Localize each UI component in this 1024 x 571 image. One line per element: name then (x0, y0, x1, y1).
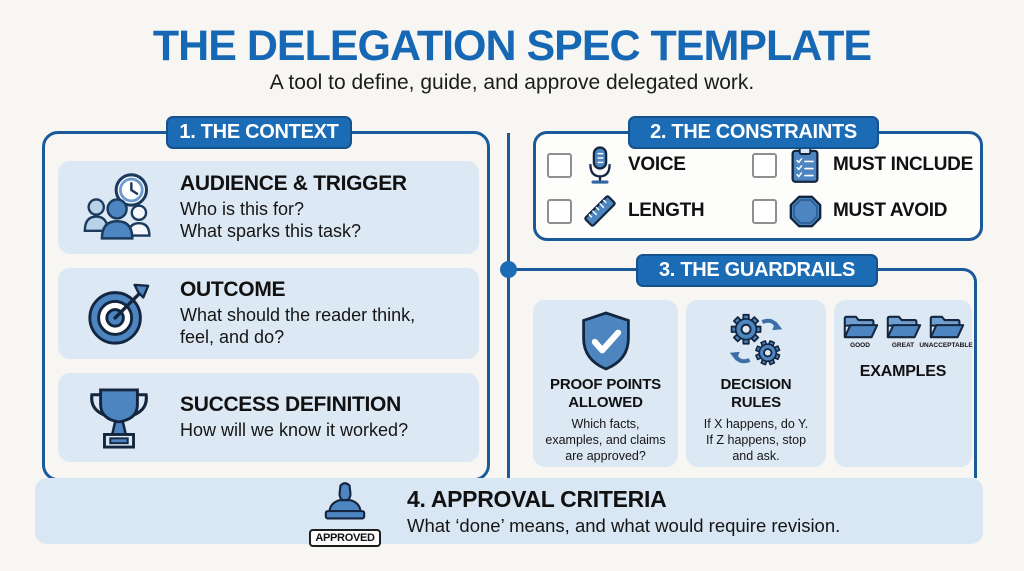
voice-checkbox[interactable] (547, 152, 572, 178)
shield-check-icon (533, 309, 678, 373)
card-text-line: and ask. (732, 449, 780, 464)
card-text-line: examples, and claims (545, 433, 666, 448)
folder-label-great: GREAT (891, 342, 915, 349)
card-text-line: feel, and do? (180, 327, 285, 347)
page-subtitle: A tool to define, guide, and approve del… (269, 71, 755, 94)
microphone-icon (582, 145, 618, 185)
card-title-line: DECISION (720, 376, 792, 393)
card-title-line: RULES (731, 393, 781, 411)
card-title-line: PROOF POINTS (550, 376, 661, 393)
card-text-line: What sparks this task? (180, 221, 362, 241)
outcome-card: OUTCOME What should the reader think, fe… (58, 268, 479, 359)
folder-label-good: GOOD (850, 342, 870, 349)
stop-octagon-icon (787, 195, 823, 228)
connector-horizontal-line (509, 268, 637, 271)
approved-stamp-label: APPROVED (309, 529, 381, 547)
folder-icon (929, 315, 964, 339)
connector-node-dot (500, 261, 517, 278)
examples-card: GOOD GREAT UNACCEPTABLE EXAMPLES (834, 300, 973, 467)
approved-stamp-icon: APPROVED (297, 481, 393, 547)
constraint-label: MUST INCLUDE (833, 154, 973, 175)
clipboard-checklist-icon (787, 146, 823, 184)
constraint-label: MUST AVOID (833, 200, 948, 221)
constraint-item-voice: VOICE (547, 145, 752, 185)
card-text-line: If X happens, do Y. (703, 417, 809, 432)
page-title: THE DELEGATION SPEC TEMPLATE (152, 22, 872, 70)
folder-label-unacceptable: UNACCEPTABLE (919, 342, 973, 349)
approval-description: What ‘done’ means, and what would requir… (407, 515, 841, 536)
card-title: AUDIENCE & TRIGGER (180, 172, 407, 196)
constraint-label: VOICE (628, 154, 686, 175)
proof-points-card: PROOF POINTS ALLOWED Which facts, exampl… (533, 300, 678, 467)
length-checkbox[interactable] (547, 198, 572, 224)
constraints-grid: VOICE MUST INCLUDE (547, 142, 977, 234)
card-title-line: EXAMPLES (859, 363, 947, 380)
constraint-label: LENGTH (628, 200, 705, 221)
audience-clock-icon (58, 171, 180, 245)
constraint-item-length: LENGTH (547, 193, 752, 230)
ruler-icon (582, 194, 618, 228)
approval-title: 4. APPROVAL CRITERIA (407, 486, 667, 512)
decision-rules-card: DECISION RULES If X happens, do Y. If Z … (686, 300, 826, 467)
connector-corner-line (877, 268, 977, 478)
trophy-icon (58, 383, 180, 453)
must-include-checkbox[interactable] (752, 152, 777, 178)
guardrails-section-badge: 3. THE GUARDRAILS (636, 254, 878, 287)
constraint-item-must-include: MUST INCLUDE (752, 146, 977, 184)
card-title: SUCCESS DEFINITION (180, 393, 401, 417)
card-text-line: Who is this for? (180, 199, 305, 220)
folders-icon: GOOD GREAT UNACCEPTABLE (834, 309, 973, 349)
card-text-line: How will we know it worked? (180, 420, 409, 441)
folder-icon (886, 315, 921, 339)
approval-criteria-banner: APPROVED 4. APPROVAL CRITERIA What ‘done… (35, 478, 983, 547)
folder-icon (843, 315, 878, 339)
card-title: OUTCOME (180, 278, 286, 302)
card-text-line: What should the reader think, (180, 305, 416, 326)
card-title-line: ALLOWED (568, 393, 643, 411)
card-text-line: Which facts, (571, 417, 640, 432)
context-section-badge: 1. THE CONTEXT (166, 116, 352, 149)
card-text-line: If Z happens, stop (705, 433, 807, 448)
gears-arrows-icon (686, 309, 826, 373)
must-avoid-checkbox[interactable] (752, 198, 777, 224)
constraint-item-must-avoid: MUST AVOID (752, 193, 977, 230)
success-definition-card: SUCCESS DEFINITION How will we know it w… (58, 373, 479, 462)
constraints-section-badge: 2. THE CONSTRAINTS (628, 116, 879, 149)
card-text-line: are approved? (565, 449, 646, 464)
connector-vertical-line (507, 133, 510, 478)
target-arrow-icon (58, 280, 180, 348)
audience-trigger-card: AUDIENCE & TRIGGER Who is this for? What… (58, 161, 479, 254)
